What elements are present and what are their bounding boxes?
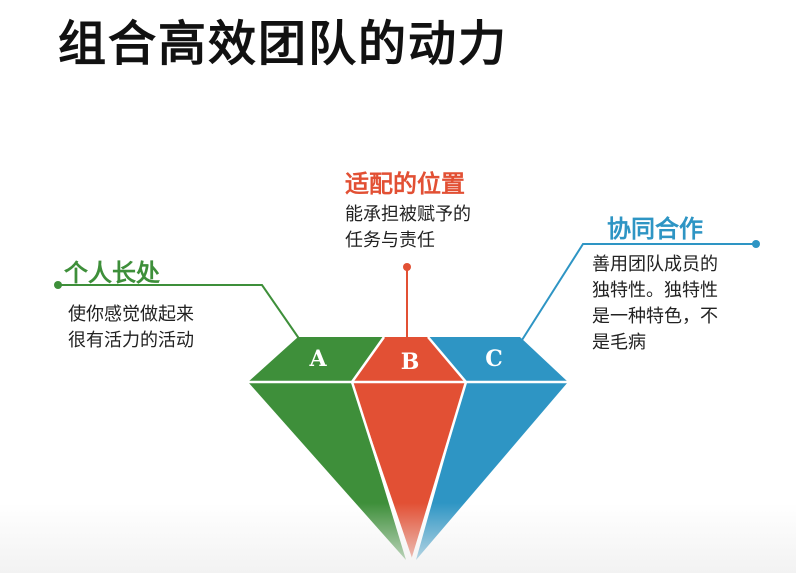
leader-line-a [58, 284, 301, 341]
facet-b-line: 能承担被赋予的 [345, 204, 471, 225]
facet-c-line: 独特性。独特性 [592, 280, 718, 301]
facet-a-line: 使你感觉做起来 [68, 304, 194, 325]
facet-b-pavilion [352, 382, 466, 558]
facet-a-heading: 个人长处 [64, 259, 160, 287]
facet-c-heading: 协同合作 [607, 215, 703, 243]
page-title: 组合高效团队的动力 [58, 16, 509, 72]
leader-dot-c [752, 240, 760, 248]
facet-c-letter: C [485, 346, 503, 372]
facet-b-heading: 适配的位置 [345, 170, 465, 198]
leader-dot-b [403, 263, 411, 271]
facet-c-line: 善用团队成员的 [592, 254, 718, 275]
facet-c-description: 善用团队成员的 独特性。独特性 是一种特色，不 是毛病 [592, 252, 782, 356]
leader-line-c [521, 243, 756, 341]
facet-c-crown [428, 337, 568, 382]
facet-a-letter: A [308, 346, 327, 372]
leader-dot-a [54, 281, 62, 289]
facet-c-line: 是一种特色，不 [592, 306, 718, 327]
facet-a-description: 使你感觉做起来 很有活力的活动 [68, 302, 194, 354]
facet-b-description: 能承担被赋予的 任务与责任 [345, 202, 471, 254]
facet-a-crown [248, 337, 384, 382]
facet-b-letter: B [401, 349, 420, 375]
facet-a-line: 很有活力的活动 [68, 330, 194, 351]
facet-b-line: 任务与责任 [345, 230, 435, 251]
facet-c-line: 是毛病 [592, 332, 646, 353]
